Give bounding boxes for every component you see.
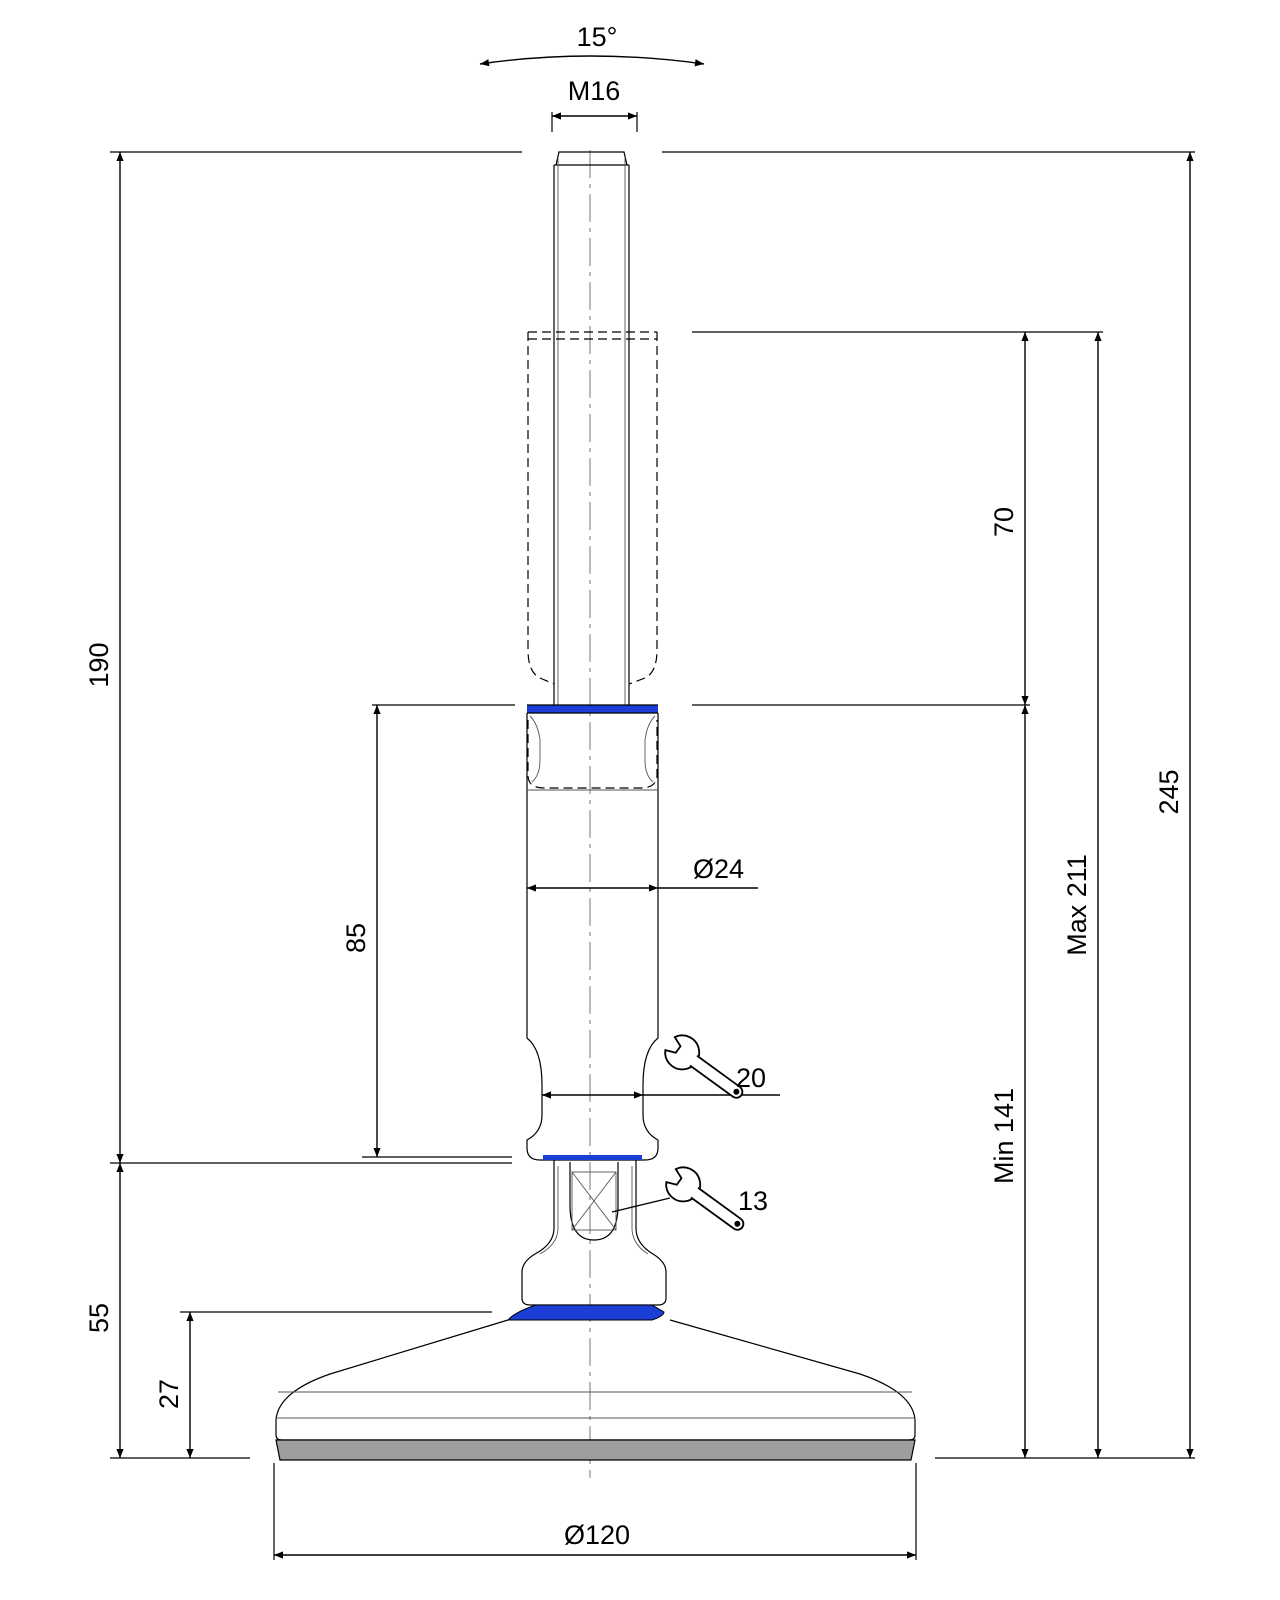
adjust-stroke-label: 70 <box>989 507 1019 537</box>
arrow-icon <box>479 55 705 67</box>
tilt-angle-label: 15° <box>577 22 618 52</box>
base-seal-ring <box>506 1304 665 1321</box>
base-plate <box>275 1304 916 1461</box>
thread-label: M16 <box>568 76 621 106</box>
min-height-label: Min 141 <box>989 1088 1019 1184</box>
upper-position-outline <box>527 331 658 789</box>
max-height-label: Max 211 <box>1062 854 1092 956</box>
wrench-base-label: 13 <box>738 1186 768 1216</box>
adjusting-sleeve <box>526 704 659 1161</box>
extension-lines <box>110 112 1195 1560</box>
base-height-label: 55 <box>84 1303 114 1333</box>
wrench-body-label: 20 <box>736 1063 766 1093</box>
stud-height-label: 190 <box>84 642 114 687</box>
pad-height-label: 27 <box>154 1379 184 1409</box>
base-diameter-label: Ø120 <box>564 1520 630 1550</box>
total-height-label: 245 <box>1154 769 1184 814</box>
body-diameter-label: Ø24 <box>693 854 744 884</box>
upper-seal-ring <box>527 705 658 713</box>
lower-seal-ring <box>543 1155 642 1160</box>
dimension-lines <box>116 55 1194 1559</box>
threaded-stud <box>553 151 630 708</box>
rubber-pad <box>275 1439 916 1461</box>
body-length-label: 85 <box>341 923 371 953</box>
ball-joint-neck <box>521 1160 667 1306</box>
